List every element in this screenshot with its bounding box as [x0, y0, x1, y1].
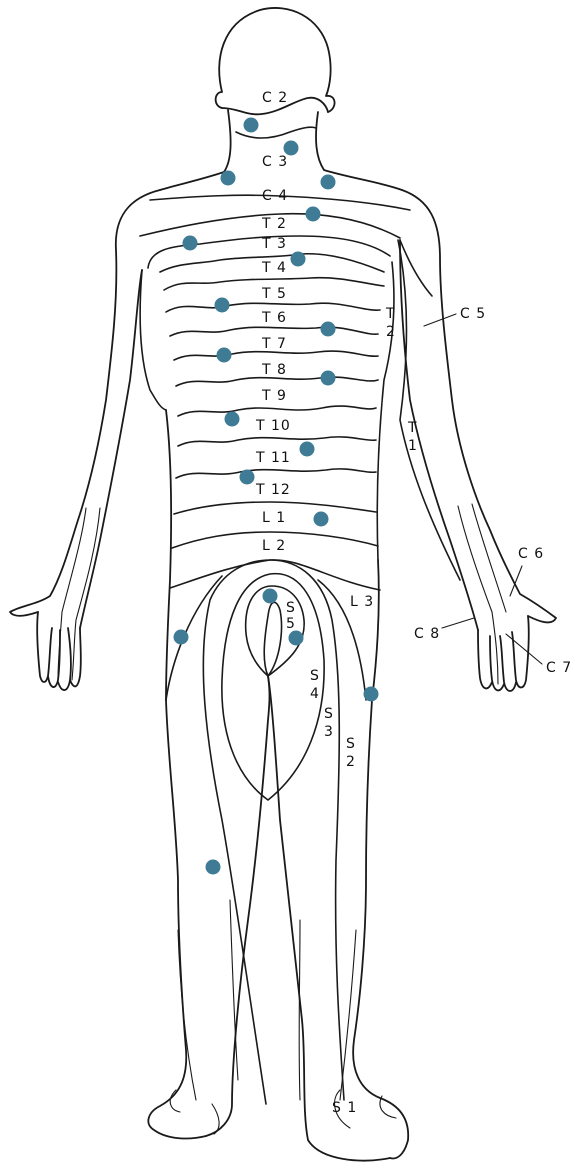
label-s2-number: 2 [346, 754, 356, 770]
marker-dot [217, 348, 232, 363]
band-t6-t7 [170, 327, 378, 336]
label-s5-letter: S [286, 600, 296, 616]
leader-c6 [510, 566, 522, 596]
label-s3-letter: S [324, 706, 334, 722]
band-t8-t9 [176, 377, 378, 386]
left-foot-detail [170, 1090, 219, 1134]
label-s2-letter: S [346, 736, 356, 752]
neck-left [160, 110, 231, 190]
label-t1-number: 1 [408, 438, 418, 454]
label-t9: T 9 [261, 388, 287, 404]
right-leg-outer [353, 700, 408, 1158]
label-t6: T 6 [261, 310, 287, 326]
label-c8: C 8 [414, 626, 440, 642]
label-t1-letter: T [407, 420, 418, 436]
marker-dot [321, 322, 336, 337]
label-s3-number: 3 [324, 724, 334, 740]
band-t7-t8 [174, 351, 378, 360]
marker-dot [225, 412, 240, 427]
marker-dot [364, 687, 379, 702]
left-arm-outer [10, 190, 160, 616]
loop-s3 [222, 574, 324, 800]
label-t12: T 12 [255, 482, 291, 498]
right-forearm-line-2 [472, 504, 506, 612]
left-forearm-line-2 [72, 508, 100, 680]
label-c4: C 4 [262, 188, 288, 204]
right-hand [478, 616, 529, 691]
body-outline [10, 8, 556, 1161]
marker-dot [215, 298, 230, 313]
label-l3: L 3 [350, 594, 374, 610]
label-s1: S 1 [332, 1100, 357, 1116]
left-upper-arm-divider [140, 270, 166, 410]
marker-dot [291, 252, 306, 267]
label-t2b-number: 2 [386, 324, 396, 340]
left-leg-outer [148, 700, 206, 1138]
leader-c5 [424, 314, 456, 326]
marker-dot [289, 631, 304, 646]
label-c2: C 2 [262, 90, 288, 106]
label-t10: T 10 [255, 418, 291, 434]
label-c3: C 3 [262, 154, 288, 170]
label-t11: T 11 [255, 450, 291, 466]
label-s5-number: 5 [286, 616, 296, 632]
label-t8: T 8 [261, 362, 287, 378]
label-s4-letter: S [310, 668, 320, 684]
t1-line [398, 240, 460, 580]
label-t3: T 3 [261, 236, 287, 252]
label-s4-number: 4 [310, 686, 320, 702]
label-t5: T 5 [261, 286, 287, 302]
marker-dot [206, 860, 221, 875]
left-arm-inner [80, 270, 142, 628]
marker-dot [263, 589, 278, 604]
trunk-right [372, 560, 379, 700]
marker-dot [240, 470, 255, 485]
band-t9-t10 [178, 406, 376, 416]
marker-dot [306, 207, 321, 222]
label-t2a: T 2 [261, 216, 287, 232]
label-l2: L 2 [262, 538, 286, 554]
dermatome-labels: C 2 C 3 C 4 T 2 T 3 T 4 T 5 T 6 T 7 T 8 … [255, 90, 572, 1116]
leader-c8 [442, 618, 474, 628]
marker-dot [321, 371, 336, 386]
band-t11-t12 [176, 469, 376, 478]
band-t10-t11 [178, 437, 376, 446]
leader-c7 [506, 634, 542, 664]
left-forearm-line-1 [58, 508, 86, 680]
leader-lines [424, 314, 542, 664]
marker-dot [284, 141, 299, 156]
right-leg-inner [268, 676, 390, 1161]
marker-dot [244, 118, 259, 133]
label-t7: T 7 [261, 336, 287, 352]
label-t4: T 4 [261, 260, 287, 276]
label-t2b-letter: T [385, 306, 396, 322]
label-c5: C 5 [460, 306, 486, 322]
trunk-left [166, 410, 171, 700]
label-l1: L 1 [262, 510, 286, 526]
marker-dot [174, 630, 189, 645]
loop-s5-inner [264, 602, 281, 676]
marker-dot [300, 442, 315, 457]
marker-dot [221, 171, 236, 186]
marker-dot [321, 175, 336, 190]
label-c6: C 6 [518, 546, 544, 562]
label-c7: C 7 [546, 660, 572, 676]
marker-dot [183, 236, 198, 251]
marker-dot [314, 512, 329, 527]
right-calf-line-2 [299, 920, 300, 1100]
